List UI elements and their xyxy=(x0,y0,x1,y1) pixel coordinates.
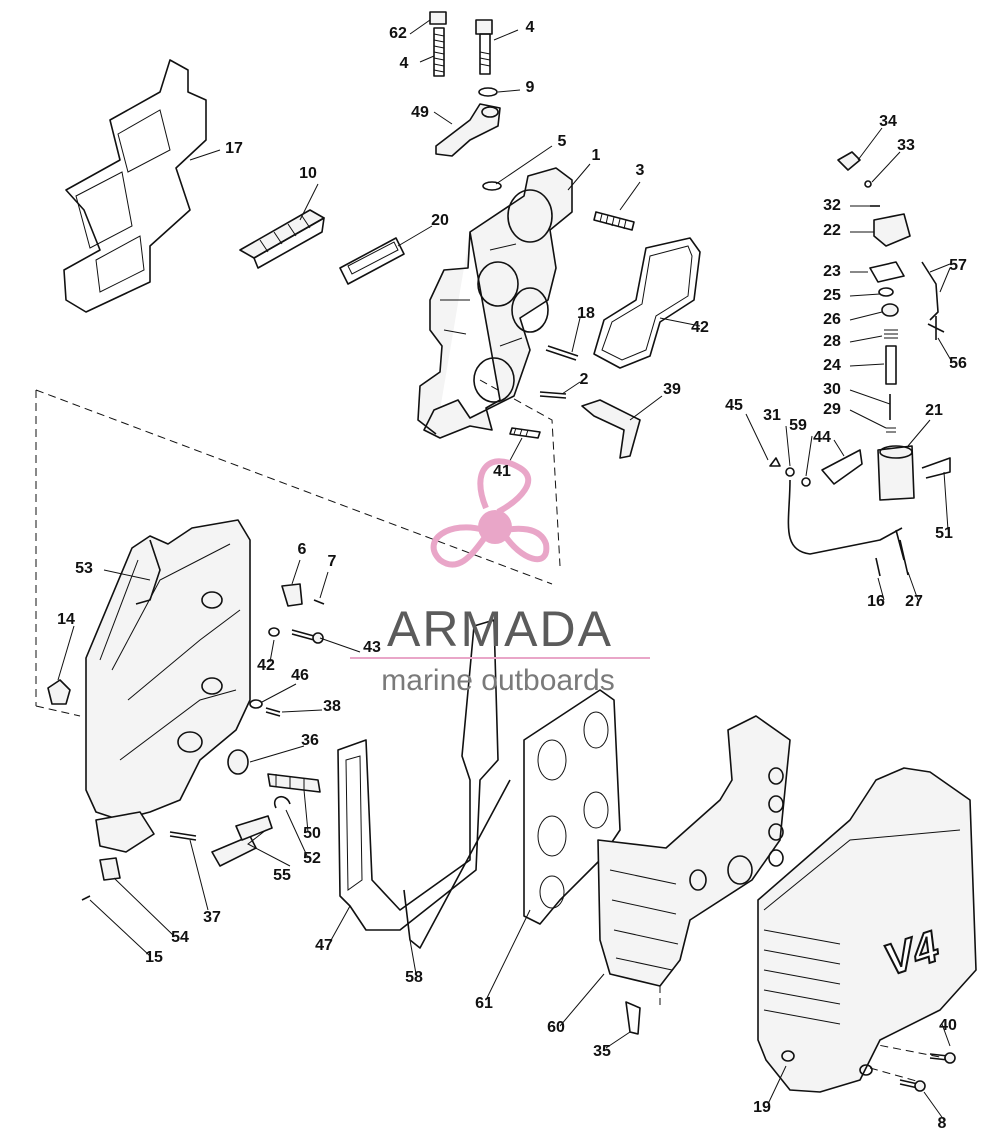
callout-2: 2 xyxy=(580,371,589,388)
callout-20: 20 xyxy=(431,212,449,229)
watermark-tagline: marine outboards xyxy=(381,664,614,697)
callout-49: 49 xyxy=(411,104,429,121)
callout-60: 60 xyxy=(547,1019,565,1036)
callout-3: 3 xyxy=(636,162,645,179)
solenoid-assembly xyxy=(769,151,951,577)
callout-42b: 42 xyxy=(257,657,275,674)
callout-29: 29 xyxy=(823,401,841,418)
callout-52: 52 xyxy=(303,850,321,867)
callout-26: 26 xyxy=(823,311,841,328)
gasket-17 xyxy=(63,59,207,313)
callout-54: 54 xyxy=(171,929,189,946)
callout-4b: 4 xyxy=(400,55,409,72)
callout-33: 33 xyxy=(897,137,915,154)
callout-50: 50 xyxy=(303,825,321,842)
propeller-blade-left xyxy=(430,524,489,568)
callout-61: 61 xyxy=(475,995,493,1012)
callout-31: 31 xyxy=(763,407,781,424)
intake-manifold-1 xyxy=(417,167,573,439)
callout-39: 39 xyxy=(663,381,681,398)
callout-5: 5 xyxy=(558,133,567,150)
callout-43: 43 xyxy=(363,639,381,656)
callout-21: 21 xyxy=(925,402,943,419)
callout-42a: 42 xyxy=(691,319,709,336)
gasket-47 xyxy=(337,619,499,931)
clip-14 xyxy=(47,679,71,705)
exhaust-cover-19 xyxy=(757,767,977,1093)
callout-27: 27 xyxy=(905,593,923,610)
callout-10: 10 xyxy=(299,165,317,182)
bolt-41 xyxy=(509,427,541,439)
screw-3 xyxy=(593,211,635,231)
callout-55: 55 xyxy=(273,867,291,884)
callout-7: 7 xyxy=(328,553,337,570)
callout-53: 53 xyxy=(75,560,93,577)
top-bolts xyxy=(429,11,502,191)
callout-24: 24 xyxy=(823,357,841,374)
bolt-35 xyxy=(625,1001,641,1035)
callout-35: 35 xyxy=(593,1043,611,1060)
adapter-plate-53 xyxy=(85,519,251,853)
callout-51: 51 xyxy=(935,525,953,542)
callout-22: 22 xyxy=(823,222,841,239)
callout-17: 17 xyxy=(225,140,243,157)
callout-19: 19 xyxy=(753,1099,771,1116)
callout-14: 14 xyxy=(57,611,75,628)
gasket-42 xyxy=(593,237,701,369)
armada-watermark: ARMADA marine outboards xyxy=(350,458,650,697)
propeller-blade-right xyxy=(501,525,550,563)
callout-9: 9 xyxy=(526,79,535,96)
exhaust-cover-60 xyxy=(597,715,791,987)
gasket-20 xyxy=(339,237,405,285)
reed-block-10 xyxy=(239,209,325,269)
callout-47: 47 xyxy=(315,937,333,954)
callout-34: 34 xyxy=(879,113,897,130)
plate-hardware xyxy=(227,583,325,775)
callout-38: 38 xyxy=(323,698,341,715)
callout-18: 18 xyxy=(577,305,595,322)
callout-56: 56 xyxy=(949,355,967,372)
callout-25: 25 xyxy=(823,287,841,304)
callout-59: 59 xyxy=(789,417,807,434)
callout-16: 16 xyxy=(867,593,885,610)
callout-40: 40 xyxy=(939,1017,957,1034)
callout-6: 6 xyxy=(298,541,307,558)
callout-57: 57 xyxy=(949,257,967,274)
callout-28: 28 xyxy=(823,333,841,350)
callout-58: 58 xyxy=(405,969,423,986)
callout-23: 23 xyxy=(823,263,841,280)
watermark-brand: ARMADA xyxy=(387,601,613,657)
callout-45: 45 xyxy=(725,397,743,414)
callout-46: 46 xyxy=(291,667,309,684)
callout-8: 8 xyxy=(938,1115,947,1132)
callout-30: 30 xyxy=(823,381,841,398)
bolts-18-2 xyxy=(539,345,579,399)
lower-hardware xyxy=(81,773,321,901)
bolts-40-8 xyxy=(899,1052,956,1092)
callout-37: 37 xyxy=(203,909,221,926)
seal-58 xyxy=(403,779,511,949)
leader-lines xyxy=(57,19,953,1121)
callout-62: 62 xyxy=(389,25,407,42)
propeller-hub xyxy=(478,510,512,544)
callout-32: 32 xyxy=(823,197,841,214)
callout-15: 15 xyxy=(145,949,163,966)
callout-44: 44 xyxy=(813,429,831,446)
callout-4a: 4 xyxy=(526,19,535,36)
propeller-logo xyxy=(430,458,550,568)
callout-41: 41 xyxy=(493,463,511,480)
callout-36: 36 xyxy=(301,732,319,749)
hose-39 xyxy=(581,399,641,459)
propeller-blade-top xyxy=(477,458,532,515)
callout-1: 1 xyxy=(592,147,601,164)
